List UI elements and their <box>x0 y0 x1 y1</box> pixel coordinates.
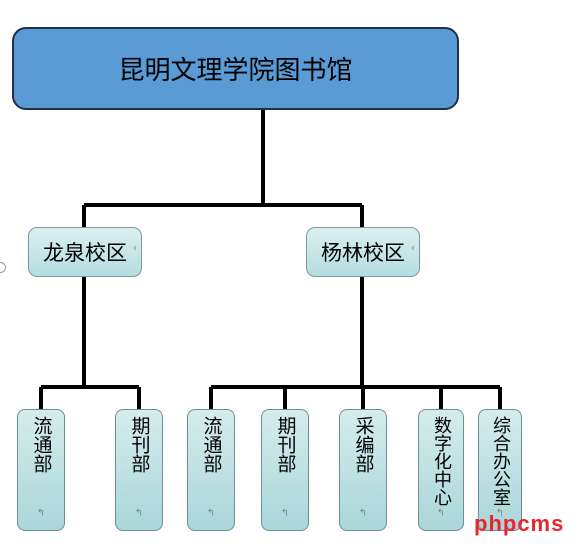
expand-icon[interactable]: ↰ <box>495 508 505 519</box>
campus-label: 杨林校区 <box>321 241 405 265</box>
collapse-icon[interactable]: ‹ <box>133 243 137 254</box>
dept-label: 综合办公室 <box>490 416 511 506</box>
dept-label: 流通部 <box>200 416 223 473</box>
root-node[interactable]: 昆明文理学院图书馆 <box>12 27 459 110</box>
expand-icon[interactable]: ↰ <box>206 508 216 519</box>
dept-node[interactable]: 综合办公室 ↰ <box>478 409 522 531</box>
expand-icon[interactable]: ↰ <box>358 508 368 519</box>
dept-node[interactable]: 期刊部 ↰ <box>261 409 309 531</box>
dept-node[interactable]: 数字化中心 ↰ <box>418 409 464 531</box>
dept-label: 期刊部 <box>128 416 151 473</box>
tree-connectors <box>39 110 502 409</box>
dept-node[interactable]: 流通部 ↰ <box>17 409 65 531</box>
collapse-icon[interactable]: ‹ <box>411 243 415 254</box>
dept-label: 数字化中心 <box>431 416 452 506</box>
expand-icon[interactable]: ↰ <box>436 508 446 519</box>
dept-label: 流通部 <box>30 416 53 473</box>
campus-node-longquan[interactable]: 龙泉校区 ‹ <box>28 227 142 277</box>
dept-node[interactable]: 期刊部 ↰ <box>115 409 163 531</box>
dept-node[interactable]: 采编部 ↰ <box>339 409 387 531</box>
dept-label: 期刊部 <box>274 416 297 473</box>
campus-label: 龙泉校区 <box>43 241 127 265</box>
dept-node[interactable]: 流通部 ↰ <box>187 409 235 531</box>
root-label: 昆明文理学院图书馆 <box>118 56 353 86</box>
watermark-logo: phpcms <box>474 511 565 536</box>
dept-label: 采编部 <box>352 416 375 473</box>
expand-icon[interactable]: ↰ <box>134 508 144 519</box>
expand-icon[interactable]: ↰ <box>280 508 290 519</box>
expand-icon[interactable]: ↰ <box>36 508 46 519</box>
campus-node-yanglin[interactable]: 杨林校区 ‹ <box>306 227 420 277</box>
